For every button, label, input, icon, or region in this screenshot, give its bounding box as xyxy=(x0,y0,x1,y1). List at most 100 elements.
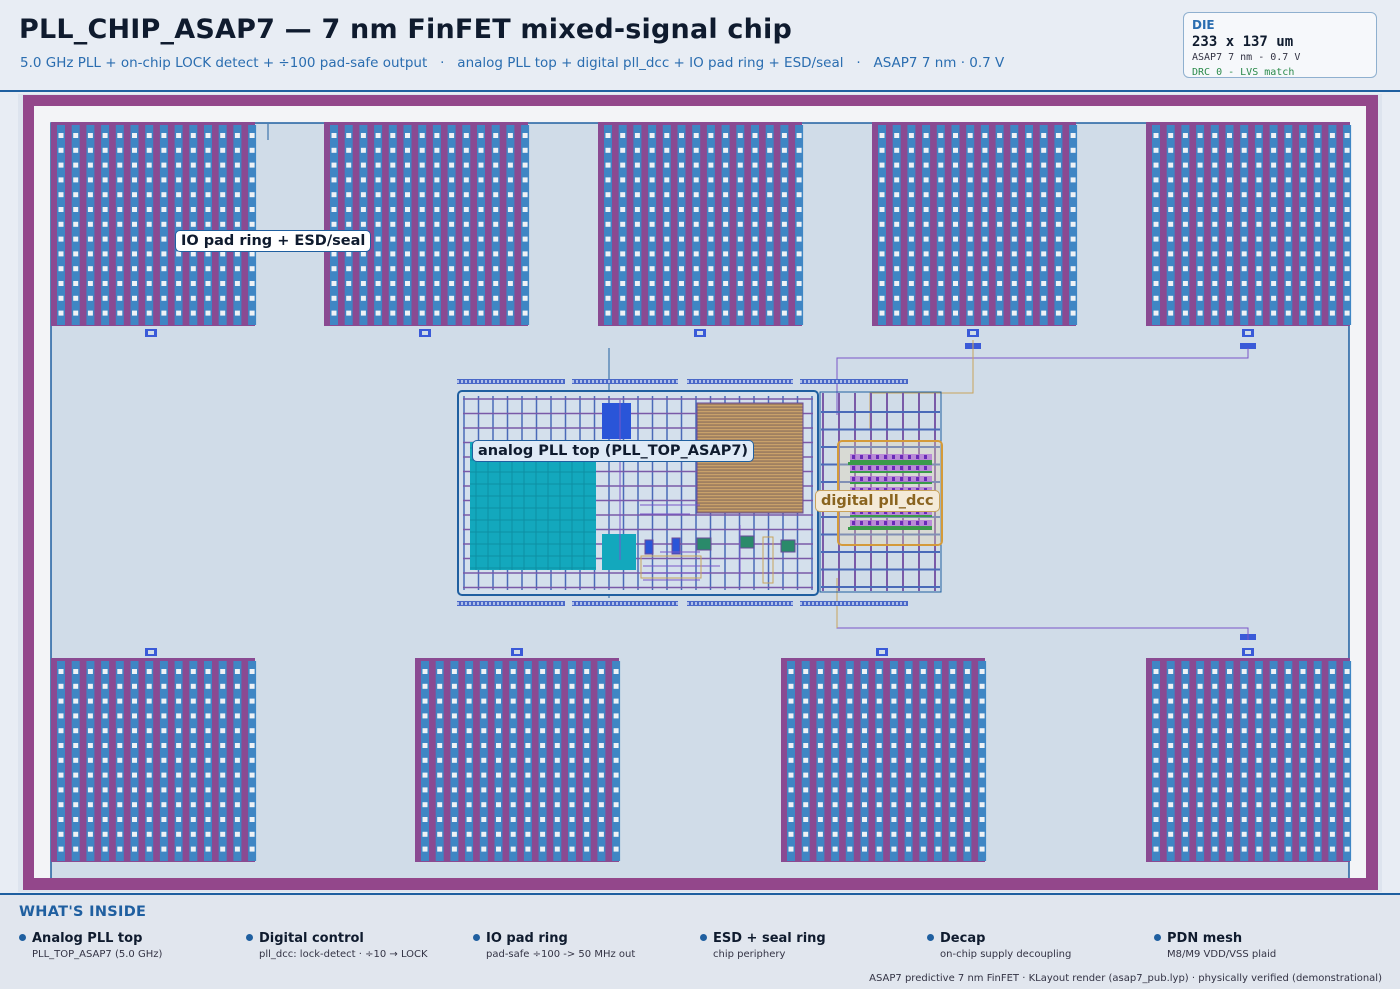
io-pad xyxy=(51,658,257,862)
io-pad xyxy=(872,122,1078,326)
cell xyxy=(852,521,855,525)
legend-item-name: ESD + seal ring xyxy=(713,931,826,946)
die-size: 233 x 137 um xyxy=(1192,34,1294,50)
loop-filter-grid xyxy=(470,442,596,570)
page-subtitle: 5.0 GHz PLL + on-chip LOCK detect + ÷100… xyxy=(20,55,1005,71)
cell-row xyxy=(850,520,932,526)
decap-row xyxy=(572,601,678,606)
legend-item-name: Decap xyxy=(940,931,986,946)
analog-pll-block xyxy=(457,390,819,596)
bullet-icon xyxy=(927,934,934,941)
cell xyxy=(908,466,911,470)
cell xyxy=(908,477,911,481)
decap-row xyxy=(687,379,793,384)
render-credit: ASAP7 predictive 7 nm FinFET · KLayout r… xyxy=(869,973,1382,984)
rail xyxy=(850,471,932,473)
esd-cell xyxy=(876,648,888,656)
cell-row xyxy=(850,454,932,460)
cell xyxy=(860,477,863,481)
legend-footer: WHAT'S INSIDE Analog PLL top PLL_TOP_ASA… xyxy=(0,895,1400,989)
cell xyxy=(900,521,903,525)
cell xyxy=(908,510,911,514)
cell xyxy=(860,466,863,470)
rail xyxy=(850,482,932,484)
bias-block xyxy=(640,555,702,579)
cell xyxy=(884,477,887,481)
legend-item-name: Digital control xyxy=(259,931,364,946)
io-pad xyxy=(415,658,621,862)
legend-item-desc: M8/M9 VDD/VSS plaid xyxy=(1167,949,1277,960)
cell xyxy=(924,477,927,481)
cell xyxy=(892,466,895,470)
cell xyxy=(876,477,879,481)
decap-row xyxy=(687,601,793,606)
analog-devices xyxy=(619,400,796,584)
io-pad xyxy=(781,658,987,862)
cell xyxy=(884,510,887,514)
decap-rows xyxy=(457,379,908,606)
cell xyxy=(852,466,855,470)
cell xyxy=(860,521,863,525)
legend-item-desc: chip periphery xyxy=(713,949,786,960)
decap-row xyxy=(800,379,908,384)
cell xyxy=(884,466,887,470)
page-title: PLL_CHIP_ASAP7 — 7 nm FinFET mixed-signa… xyxy=(19,14,793,45)
cell xyxy=(916,521,919,525)
device xyxy=(671,537,681,555)
die-tech: ASAP7 7 nm - 0.7 V xyxy=(1192,52,1301,63)
decap-row xyxy=(457,601,565,606)
cell xyxy=(924,455,927,459)
bullet-icon xyxy=(246,934,253,941)
io-pad xyxy=(51,122,257,326)
rail xyxy=(848,527,932,530)
cell-row xyxy=(850,465,932,471)
header: PLL_CHIP_ASAP7 — 7 nm FinFET mixed-signa… xyxy=(0,0,1400,90)
io-pad xyxy=(324,122,530,326)
cell xyxy=(916,477,919,481)
decap-row xyxy=(572,379,678,384)
esd-cell xyxy=(1242,648,1254,656)
rail xyxy=(850,460,932,462)
legend-item-desc: on-chip supply decoupling xyxy=(940,949,1072,960)
esd-cell xyxy=(419,329,431,337)
cell-row xyxy=(850,476,932,482)
die-info-box: DIE 233 x 137 um ASAP7 7 nm - 0.7 V DRC … xyxy=(1183,12,1377,78)
esd-cell xyxy=(1242,329,1254,337)
small-cap xyxy=(602,534,636,570)
cell xyxy=(852,477,855,481)
cell xyxy=(924,510,927,514)
esd-cell xyxy=(694,329,706,337)
whats-inside-title: WHAT'S INSIDE xyxy=(19,904,147,920)
cell xyxy=(868,521,871,525)
chip-layout-svg xyxy=(18,94,1382,892)
legend-item-name: PDN mesh xyxy=(1167,931,1243,946)
cell xyxy=(900,510,903,514)
cell xyxy=(876,466,879,470)
cell xyxy=(868,510,871,514)
legend-item-desc: pad-safe ÷100 -> 50 MHz out xyxy=(486,949,636,960)
cell xyxy=(908,521,911,525)
header-divider xyxy=(0,90,1400,92)
analog-pll-label: analog PLL top (PLL_TOP_ASAP7) xyxy=(472,440,755,462)
cell xyxy=(924,466,927,470)
seal-ring-bottom xyxy=(23,878,1378,890)
io-pad xyxy=(1146,658,1352,862)
cell xyxy=(852,455,855,459)
decap-row xyxy=(457,379,565,384)
cell xyxy=(900,455,903,459)
decap-row xyxy=(800,601,908,606)
digital-block-label: digital pll_dcc xyxy=(815,490,940,512)
cell xyxy=(892,477,895,481)
cell xyxy=(892,510,895,514)
cell xyxy=(876,521,879,525)
cell xyxy=(916,455,919,459)
esd-cell xyxy=(145,648,157,656)
cell xyxy=(892,455,895,459)
io-pads xyxy=(51,122,1352,862)
device xyxy=(696,537,712,551)
cell xyxy=(860,455,863,459)
cell xyxy=(908,455,911,459)
rail xyxy=(848,462,932,465)
cell xyxy=(924,521,927,525)
cell xyxy=(916,510,919,514)
